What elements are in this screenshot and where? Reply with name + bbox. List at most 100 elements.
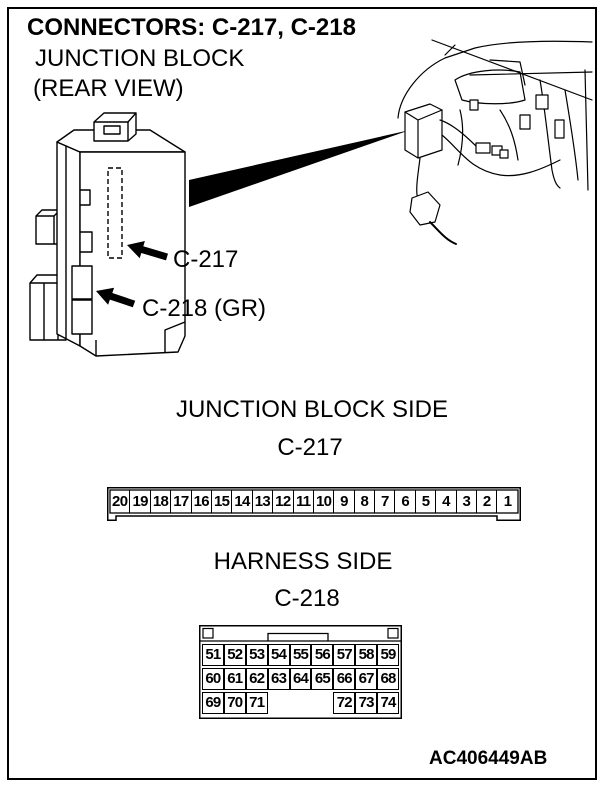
- c218-pin-cell: 72: [333, 692, 356, 714]
- c217-outer-shell: [107, 487, 521, 521]
- c217-pin-cell: 3: [457, 490, 478, 513]
- c218-empty-position: [290, 692, 312, 714]
- top-latch: [93, 112, 137, 142]
- c218-pin-cell: 55: [289, 644, 312, 666]
- panel-upper-contour: [397, 40, 593, 119]
- panel-crossmember: [469, 71, 593, 76]
- c218-corner-guide-right: [387, 627, 399, 639]
- view-label-line2: (REAR VIEW): [33, 75, 184, 102]
- c218-pin-cell: 68: [377, 668, 399, 690]
- wire-harness: [416, 157, 421, 201]
- c217-pin-cell: 18: [151, 490, 172, 513]
- harness-connector: [554, 119, 565, 139]
- front-face-detail: [164, 321, 186, 353]
- c218-pin-cell: 62: [245, 668, 268, 690]
- wire-harness: [564, 89, 579, 181]
- c218-lock-key: [267, 632, 329, 641]
- latch-edge: [127, 112, 137, 123]
- harness-side-heading: HARNESS SIDE: [213, 548, 393, 575]
- c217-pin-cell: 5: [416, 490, 437, 513]
- c218-connector-name: C-218: [274, 585, 340, 612]
- c217-pin-cell: 19: [130, 490, 151, 513]
- wire-harness: [441, 134, 561, 177]
- harness-connector: [499, 149, 509, 159]
- hanging-wire: [429, 221, 457, 245]
- c217-pin-cell: 8: [355, 490, 376, 513]
- junction-block-side-heading: JUNCTION BLOCK SIDE: [175, 396, 449, 423]
- harness-connector: [519, 114, 531, 130]
- c218-pin-cell: 67: [355, 668, 378, 690]
- c217-pin-cell: 12: [273, 490, 294, 513]
- junction-block-illustration: [29, 112, 186, 357]
- c218-pin-cell: 54: [267, 644, 290, 666]
- c217-connector-outline: [107, 487, 521, 521]
- harness-connector: [535, 94, 549, 110]
- c218-connector-outline: [199, 625, 402, 719]
- front-face-detail: [80, 189, 91, 206]
- block-front-face: [79, 151, 186, 357]
- c217-pointer-arrow: [127, 241, 168, 261]
- panel-crossmember: [431, 39, 593, 101]
- c217-connector-name: C-217: [277, 434, 343, 461]
- c218-pin-cell: 61: [223, 668, 246, 690]
- c218-pointer-arrow: [96, 287, 136, 308]
- c218-pin-cell: 69: [202, 692, 224, 714]
- c218-pin-cell: 56: [311, 644, 334, 666]
- c218-location-lower: [71, 299, 93, 335]
- c218-pin-cell: 53: [245, 644, 268, 666]
- c217-pin-cell: 15: [212, 490, 233, 513]
- panel-bracket: [489, 59, 526, 86]
- c217-pin-cell: 11: [294, 490, 314, 513]
- harness-connector: [475, 142, 491, 154]
- c218-pin-cell: 71: [245, 692, 268, 714]
- figure-id: AC406449AB: [429, 748, 548, 769]
- c217-location-marker: [107, 167, 123, 259]
- c218-pin-cell: 57: [333, 644, 356, 666]
- c217-pin-cell: 4: [436, 490, 457, 513]
- c218-pin-cell: 58: [355, 644, 378, 666]
- page-title: CONNECTORS: C-217, C-218: [27, 14, 356, 41]
- c218-pin-cell: 74: [377, 692, 399, 714]
- harness-clamp: [409, 191, 441, 226]
- c218-corner-guide-left: [202, 627, 214, 639]
- c218-pin-cell: 51: [202, 644, 224, 666]
- wire-harness: [439, 119, 481, 151]
- c217-pin-cell: 7: [375, 490, 396, 513]
- front-face-detail: [80, 231, 93, 253]
- c218-pin-cell: 60: [202, 668, 224, 690]
- c217-pin-cell: 9: [334, 490, 355, 513]
- c217-pin-cell: 10: [314, 490, 335, 513]
- c218-pin-cell: 52: [223, 644, 246, 666]
- c217-callout-label: C-217: [173, 246, 239, 273]
- harness-connector: [469, 99, 479, 111]
- c218-callout-label: C-218 (GR): [142, 295, 267, 322]
- c218-location-upper: [71, 265, 93, 300]
- c218-pin-cell: 64: [289, 668, 312, 690]
- view-label-line1: JUNCTION BLOCK: [35, 45, 245, 72]
- c217-pin-cell: 17: [171, 490, 192, 513]
- c218-empty-position: [268, 692, 290, 714]
- c218-empty-position: [311, 692, 333, 714]
- c217-pin-cell: 13: [253, 490, 274, 513]
- c217-pin-cell: 14: [232, 490, 253, 513]
- c217-pin-cell: 1: [503, 493, 512, 510]
- latch-edge: [94, 121, 129, 141]
- c217-inner-shell: [109, 489, 519, 514]
- wire-harness: [499, 109, 519, 161]
- c218-pin-cell: 73: [355, 692, 378, 714]
- latch-slot: [103, 125, 121, 135]
- c217-pin-cell: 2: [477, 490, 498, 513]
- c218-pin-cell: 59: [377, 644, 399, 666]
- c218-pin-cell: 66: [333, 668, 356, 690]
- location-callout-wedge: [189, 130, 410, 207]
- panel-junction-block-edge: [404, 109, 443, 159]
- c218-pin-cell: 70: [223, 692, 246, 714]
- c218-pin-cell: 63: [267, 668, 290, 690]
- panel-edge: [444, 44, 456, 56]
- cluster-housing: [454, 69, 526, 105]
